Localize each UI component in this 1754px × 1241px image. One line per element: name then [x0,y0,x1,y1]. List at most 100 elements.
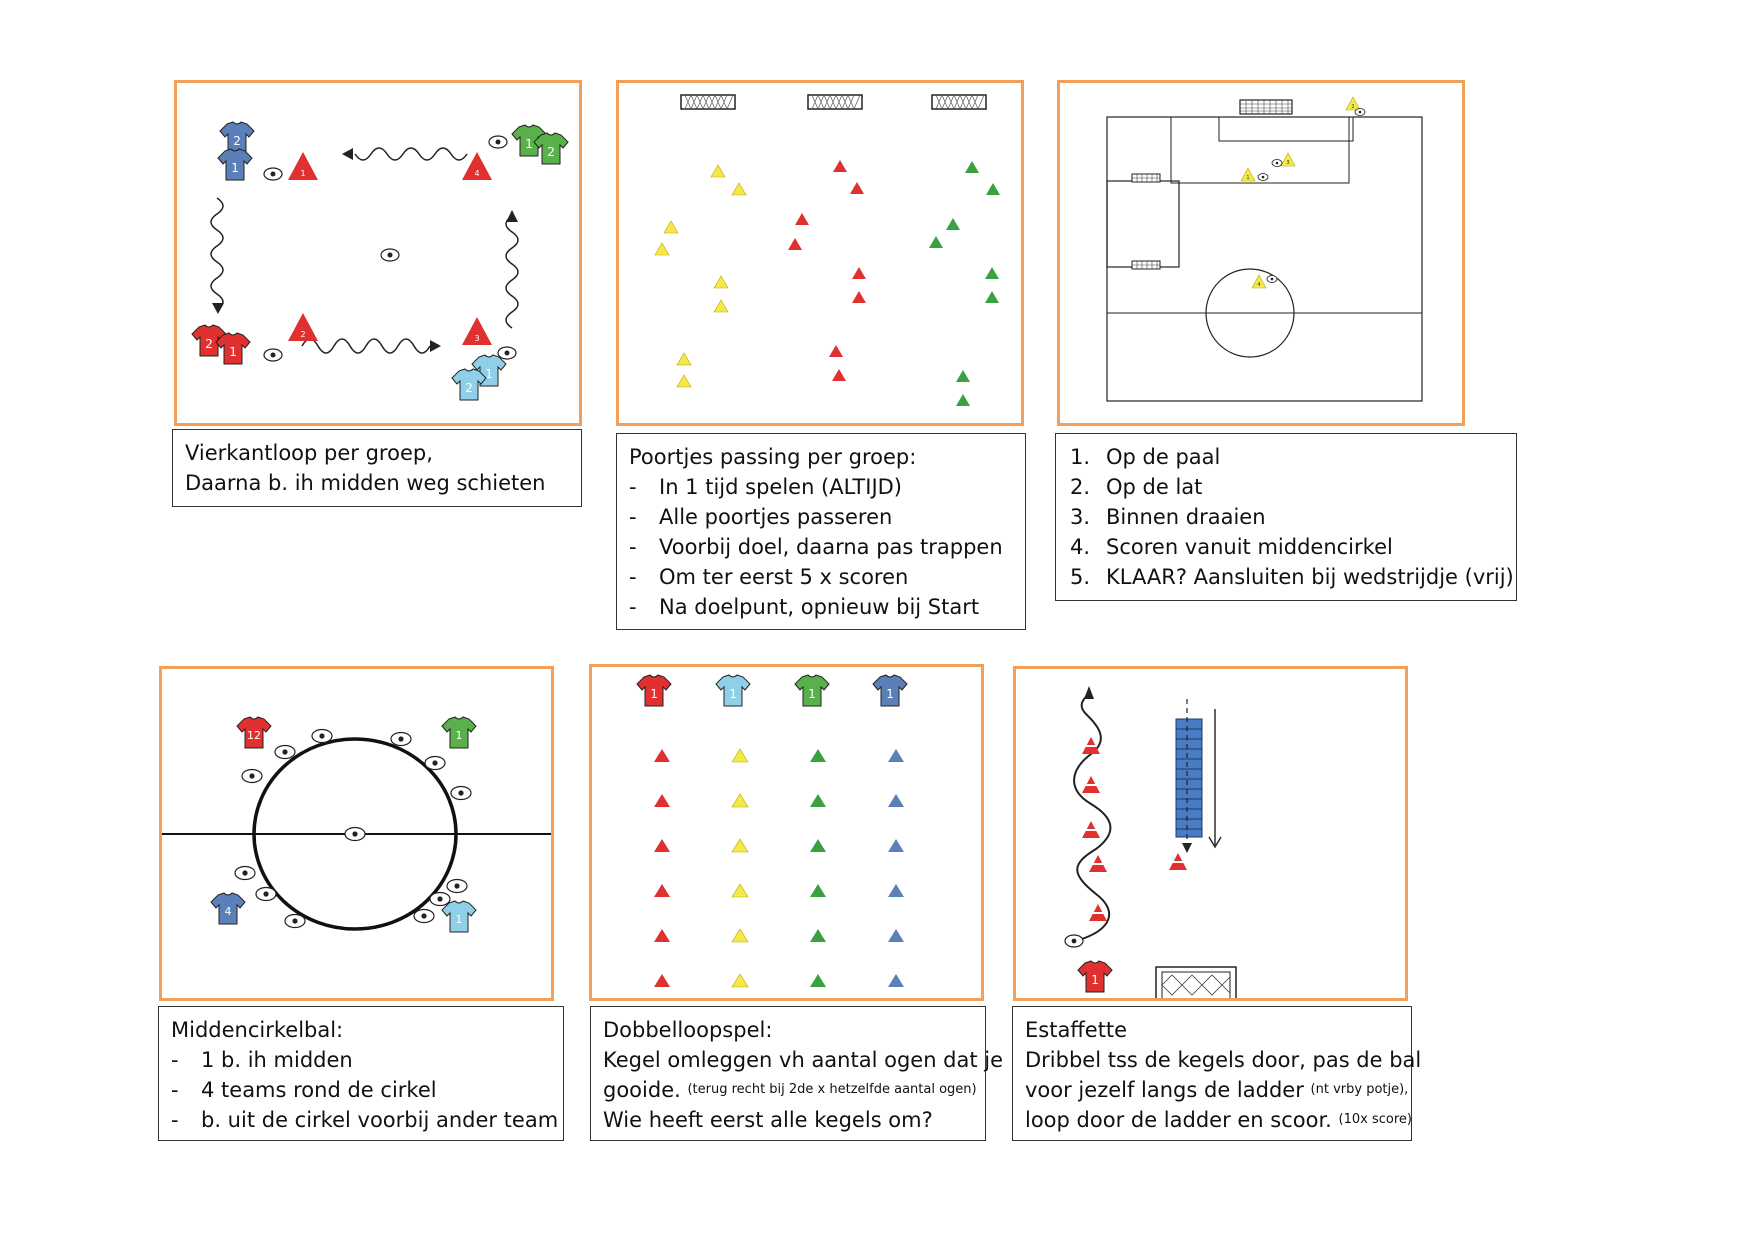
shirt-icon: 1 [715,674,751,707]
cone-icon [710,164,726,178]
cone-icon [731,748,749,763]
arrow-icon [212,303,224,314]
shirt-icon: 12 [236,716,272,749]
shirt-number: 1 [229,345,237,359]
cone-icon [676,352,692,366]
caption-title: Dobbelloopspel: [603,1018,773,1042]
arrow-icon [342,148,353,160]
cone-icon [956,370,970,382]
cone-icon [810,794,826,807]
bullet-item: -1 b. ih midden [171,1048,353,1072]
goal-icon [1131,260,1161,270]
shirt-number: 1 [456,913,463,926]
cone-number: 2 [300,330,305,339]
ball-icon [380,248,400,262]
cone-icon [888,884,904,897]
cone-icon [1089,904,1107,921]
cone-icon [965,161,979,173]
ball-icon [311,728,333,744]
cone-icon [654,749,670,762]
shirt-icon: 2 [219,121,255,154]
cone-number: 1 [300,169,305,178]
ball-icon [424,755,446,771]
cone-icon [676,374,692,388]
cone-icon [1082,821,1100,838]
cone-icon [929,236,943,248]
cone-icon [810,839,826,852]
drill-caption-dobbelloopspel: Dobbelloopspel: Kegel omleggen vh aantal… [590,1006,1004,1141]
shirt-number: 2 [233,134,241,148]
caption-line: Kegel omleggen vh aantal ogen dat je [603,1048,1004,1072]
cone-icon [1089,855,1107,872]
ball-icon [263,167,283,181]
drill-caption-vierkantloop: Vierkantloop per groep, Daarna b. ih mid… [172,429,582,507]
shirt-icon: 1 [217,148,253,181]
cone-icon: 2 [288,313,318,341]
cone-icon: 3 [462,317,492,345]
dribble-path-icon [354,147,468,161]
cone-icon [832,369,846,381]
drill-caption-middencirkelbal: Middencirkelbal: -1 b. ih midden -4 team… [158,1006,564,1141]
cone-number: 3 [474,334,479,343]
shirt-icon: 1 [872,674,908,707]
caption-line: Daarna b. ih midden weg schieten [185,471,546,495]
drill-diagram-afwerken: 2 3 1 4 [1106,96,1423,402]
cone-number: 1 [1246,175,1249,181]
shirt-number: 2 [547,145,555,159]
cone-icon: 4 [1251,274,1267,289]
shirt-number: 1 [525,137,533,151]
numbered-item: 4.Scoren vanuit middencirkel [1070,535,1393,559]
shirt-number: 2 [465,381,473,395]
shirt-number: 1 [231,161,239,175]
drill-panel-middencirkelbal: 12 1 4 1 [159,666,554,1001]
cone-icon: 1 [288,152,318,180]
shirt-number: 1 [456,729,463,742]
ball-icon [1257,173,1269,181]
cone-icon [810,974,826,987]
numbered-item: 5.KLAAR? Aansluiten bij wedstrijdje (vri… [1070,565,1514,589]
cone-icon [888,749,904,762]
shirt-icon: 1 [215,332,251,365]
drill-caption-afwerken: 1.Op de paal 2.Op de lat 3.Binnen draaie… [1055,433,1517,601]
cone-number: 4 [1257,282,1260,288]
shirt-icon: 1 [441,900,477,933]
shirt-number: 1 [1091,973,1099,987]
cone-icon [654,794,670,807]
shirt-number: 1 [485,367,493,381]
arrow-icon [430,340,441,352]
cone-icon [731,973,749,988]
cone-icon [888,839,904,852]
goal-icon [931,94,987,110]
ball-icon [241,768,263,784]
shirt-icon: 2 [191,324,227,357]
ball-icon [488,135,508,149]
ball-icon [255,886,277,902]
ball-icon [1064,934,1084,948]
arrow-icon [1084,686,1094,699]
bullet-item: -In 1 tijd spelen (ALTIJD) [629,475,902,499]
cone-icon [654,929,670,942]
center-circle [252,737,458,931]
cone-icon [731,883,749,898]
cone-icon [713,275,729,289]
cone-icon [852,291,866,303]
arrow-icon [1208,836,1222,849]
drill-diagram-estaffette: 1 [1064,686,1237,998]
caption-note: (10x score) [1338,1112,1412,1127]
ball-icon [274,744,296,760]
cone-icon [1082,776,1100,793]
cone-icon [888,929,904,942]
cone-icon [713,299,729,313]
ball-icon [497,346,517,360]
drill-diagram-poortjes [654,94,1000,406]
shirt-icon: 2 [533,132,569,165]
bullet-item: -Om ter eerst 5 x scoren [629,565,909,589]
cone-icon [731,793,749,808]
drill-diagram-vierkantloop: 1 4 2 3 2 1 1 2 2 1 1 2 [191,121,569,401]
goal-icon [1155,966,1237,998]
shirt-number: 1 [729,687,737,701]
numbered-item: 2.Op de lat [1070,475,1203,499]
arrow-icon [506,210,518,222]
shirt-number: 1 [808,687,816,701]
shirt-icon: 1 [511,124,547,157]
